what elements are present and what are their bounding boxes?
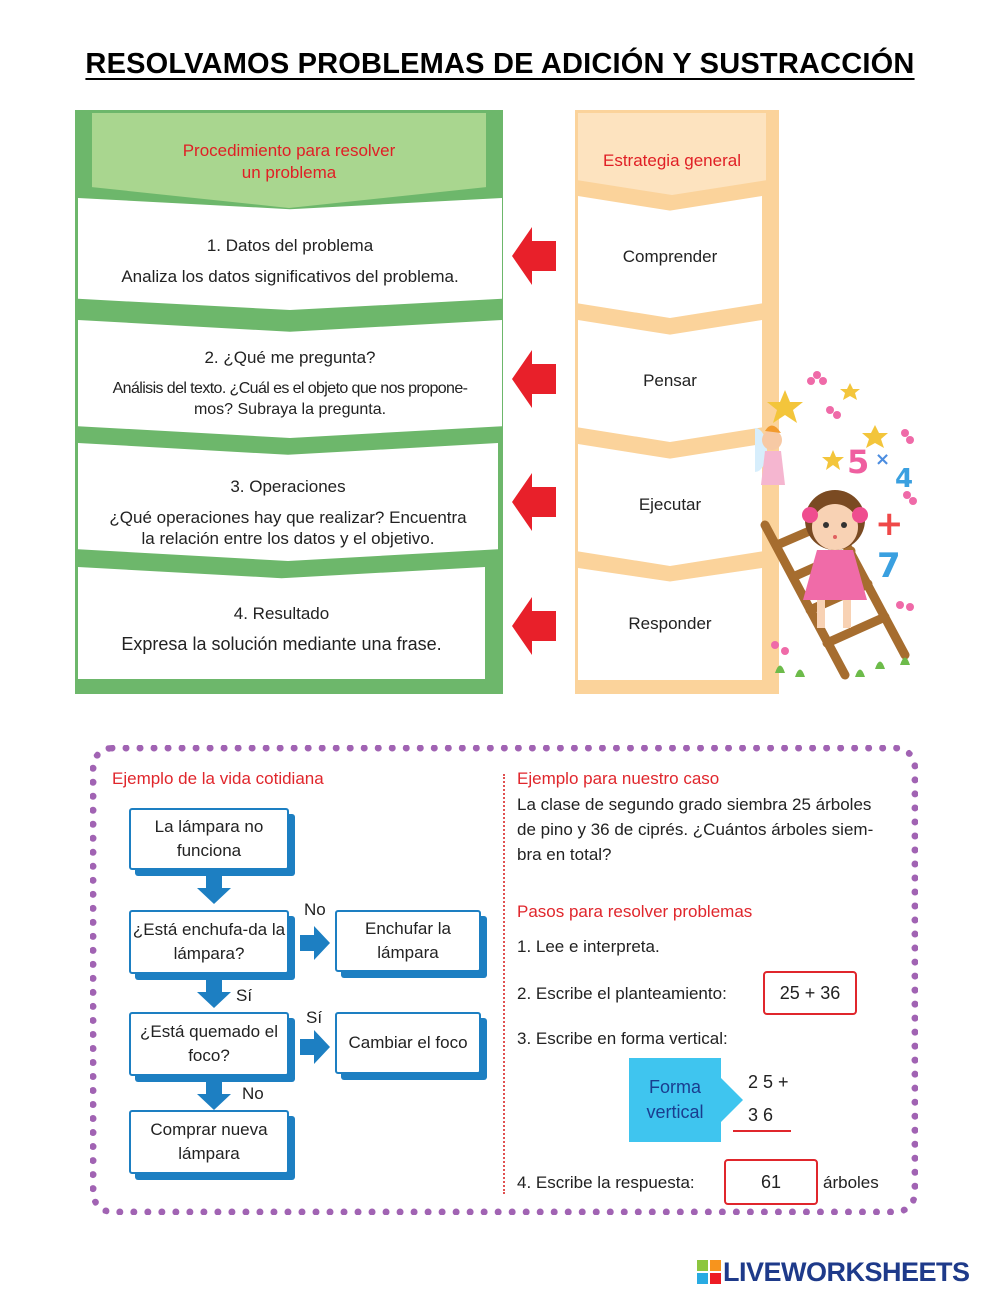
vertical-bottom-operand[interactable]: 3 6 [748,1105,774,1125]
step-4-answer-box[interactable]: 61 [724,1159,818,1205]
down-arrow-icon [197,980,231,1008]
examples-frame [90,745,918,1215]
right-arrow-icon [300,1030,330,1064]
box-plugged-question: ¿Está enchufa-da la lámpara? [129,910,289,974]
svg-text:7: 7 [877,546,901,586]
svg-text:4: 4 [895,464,913,494]
left-arrow-icon [512,227,556,285]
page-title: RESOLVAMOS PROBLEMAS DE ADICIÓN Y SUSTRA… [85,48,915,80]
svg-text:×: × [875,449,890,470]
step-3-box: 3. Operaciones ¿Qué operaciones hay que … [78,443,498,561]
step-1-box: 1. Datos del problema Analiza los datos … [78,198,502,310]
our-example-label: Ejemplo para nuestro caso [517,769,720,788]
vertical-sum-line [733,1130,791,1132]
step-3-text: 3. Escribe en forma vertical: [517,1029,728,1048]
strategy-ejecutar: Ejecutar [578,444,762,566]
vertical-top-operand: 2 5 + [748,1072,789,1092]
daily-example-label: Ejemplo de la vida cotidiana [112,769,324,788]
strategy-pensar: Pensar [578,320,762,442]
box-buy-new: Comprar nueva lámpara [129,1110,289,1174]
down-arrow-icon [197,876,231,904]
girl-ladder-illustration: 5 × 4 + 7 [755,371,917,680]
liveworksheets-logo: LIVEWORKSHEETS [697,1257,997,1287]
problem-text: La clase de segundo grado siembra 25 árb… [517,795,874,864]
step-4-box: 4. Resultado Expresa la solución mediant… [78,567,485,679]
liveworksheets-wordmark: LIVEWORKSHEETS [723,1257,970,1287]
left-arrow-icon [512,597,556,655]
label-no: No [304,900,326,919]
box-plug-in: Enchufar la lámpara [335,910,481,972]
step-2-text: 2. Escribe el planteamiento: [517,984,727,1003]
strategy-comprender: Comprender [578,196,762,318]
steps-label: Pasos para resolver problemas [517,902,753,921]
label-no: No [242,1084,264,1103]
procedure-header [92,113,486,208]
left-arrow-icon [512,350,556,408]
box-lamp-broken: La lámpara no funciona [129,808,289,870]
strategy-header-text: Estrategia general [603,151,741,170]
liveworksheets-icon [697,1260,721,1284]
strategy-responder: Responder [578,568,762,680]
step-1-text: 1. Lee e interpreta. [517,937,660,956]
down-arrow-icon [197,1082,231,1110]
procedure-header-text: Procedimiento para resolver un problema [182,141,396,182]
step-2-answer-box[interactable]: 25 + 36 [763,971,857,1015]
vertical-form-label: Forma vertical [629,1058,721,1142]
step-2-box: 2. ¿Qué me pregunta? Análisis del texto.… [78,320,502,438]
svg-text:5: 5 [847,443,869,481]
examples-divider [503,774,505,1194]
box-change-bulb: Cambiar el foco [335,1012,481,1074]
step-4-unit: árboles [823,1173,879,1192]
right-arrow-icon [300,926,330,960]
box-burnt-question: ¿Está quemado el foco? [129,1012,289,1076]
svg-text:+: + [875,504,904,544]
left-arrow-icon [512,473,556,531]
strategy-header [578,113,766,195]
step-4-text: 4. Escribe la respuesta: [517,1173,695,1192]
label-si: Sí [306,1008,323,1027]
label-si: Sí [236,986,253,1005]
